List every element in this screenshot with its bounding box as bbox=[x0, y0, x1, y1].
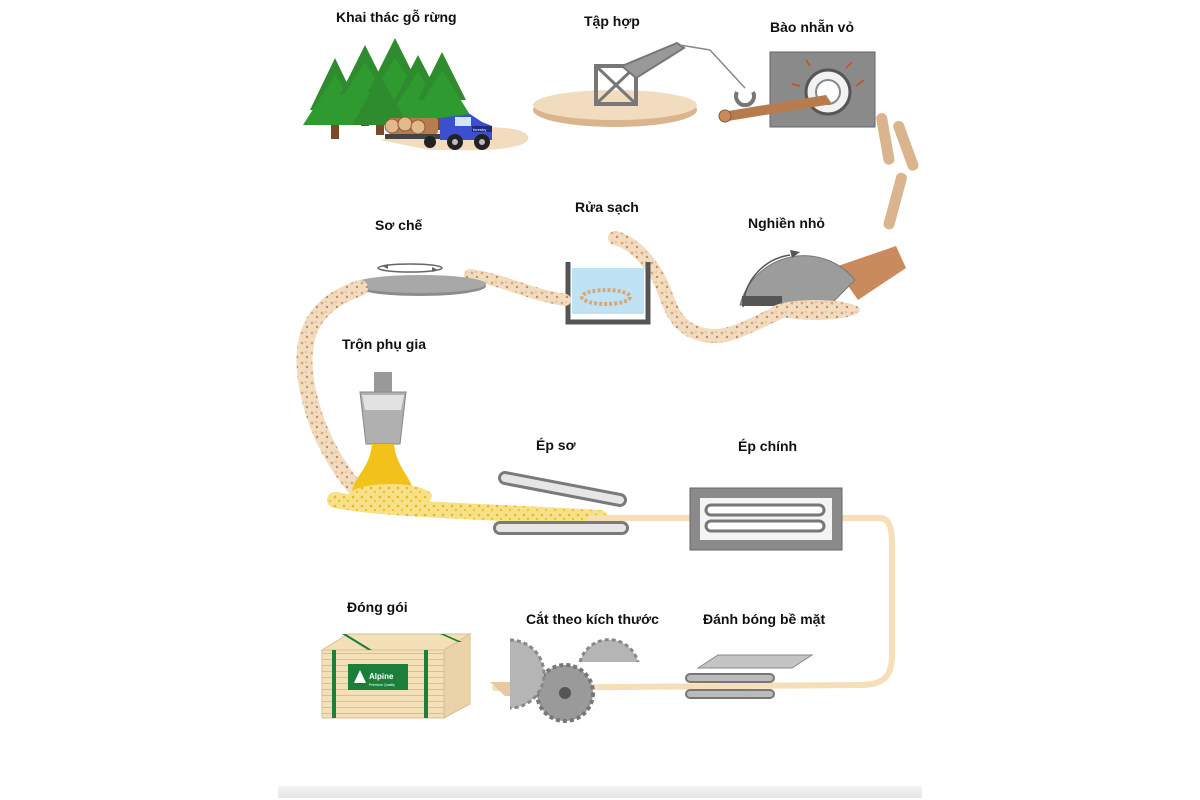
log-truck-icon: forestry bbox=[384, 114, 492, 150]
pine-tree-icon bbox=[352, 75, 408, 135]
cut-illustration bbox=[490, 638, 640, 723]
step-label-preprocess: Sơ chế bbox=[375, 217, 423, 233]
glued-chip-trail bbox=[327, 492, 608, 526]
mix-illustration bbox=[348, 372, 432, 508]
step-label-collect: Tập hợp bbox=[584, 13, 640, 29]
chip-trail bbox=[608, 231, 787, 344]
polish-illustration bbox=[685, 654, 814, 699]
package-illustration: Alpine Premium Quality bbox=[320, 633, 472, 719]
wash-illustration bbox=[565, 262, 651, 325]
chip-trail bbox=[296, 280, 368, 496]
step-label-wash: Rửa sạch bbox=[575, 199, 639, 215]
step-label-mainpress: Ép chính bbox=[738, 438, 798, 454]
step-label-mix: Trộn phụ gia bbox=[342, 336, 426, 352]
debark-illustration bbox=[718, 51, 876, 128]
step-label-prepress: Ép sơ bbox=[536, 437, 576, 453]
step-label-debark: Bào nhẵn vỏ bbox=[770, 19, 855, 35]
package-brand-sub: Premium Quality bbox=[369, 683, 395, 687]
chip-trail bbox=[464, 269, 571, 306]
step-label-polish: Đánh bóng bề mặt bbox=[703, 611, 826, 627]
saw-blade-icon bbox=[578, 638, 640, 663]
board-line bbox=[492, 515, 895, 691]
step-label-chip: Nghiền nhỏ bbox=[748, 215, 825, 231]
preprocess-illustration bbox=[354, 263, 486, 296]
step-label-harvest: Khai thác gỗ rừng bbox=[336, 9, 457, 25]
harvest-illustration: forestry bbox=[303, 38, 529, 151]
step-label-cut: Cắt theo kích thước bbox=[526, 611, 659, 627]
bottom-divider bbox=[278, 786, 922, 798]
prepress-illustration bbox=[493, 471, 629, 535]
truck-label: forestry bbox=[473, 127, 486, 132]
step-label-package: Đóng gói bbox=[347, 599, 408, 615]
package-brand-name: Alpine bbox=[369, 672, 394, 681]
chip-illustration bbox=[739, 246, 906, 320]
collect-illustration bbox=[533, 41, 756, 127]
saw-blade-icon bbox=[509, 638, 546, 710]
falling-logs bbox=[876, 113, 919, 230]
mainpress-illustration bbox=[689, 487, 843, 551]
